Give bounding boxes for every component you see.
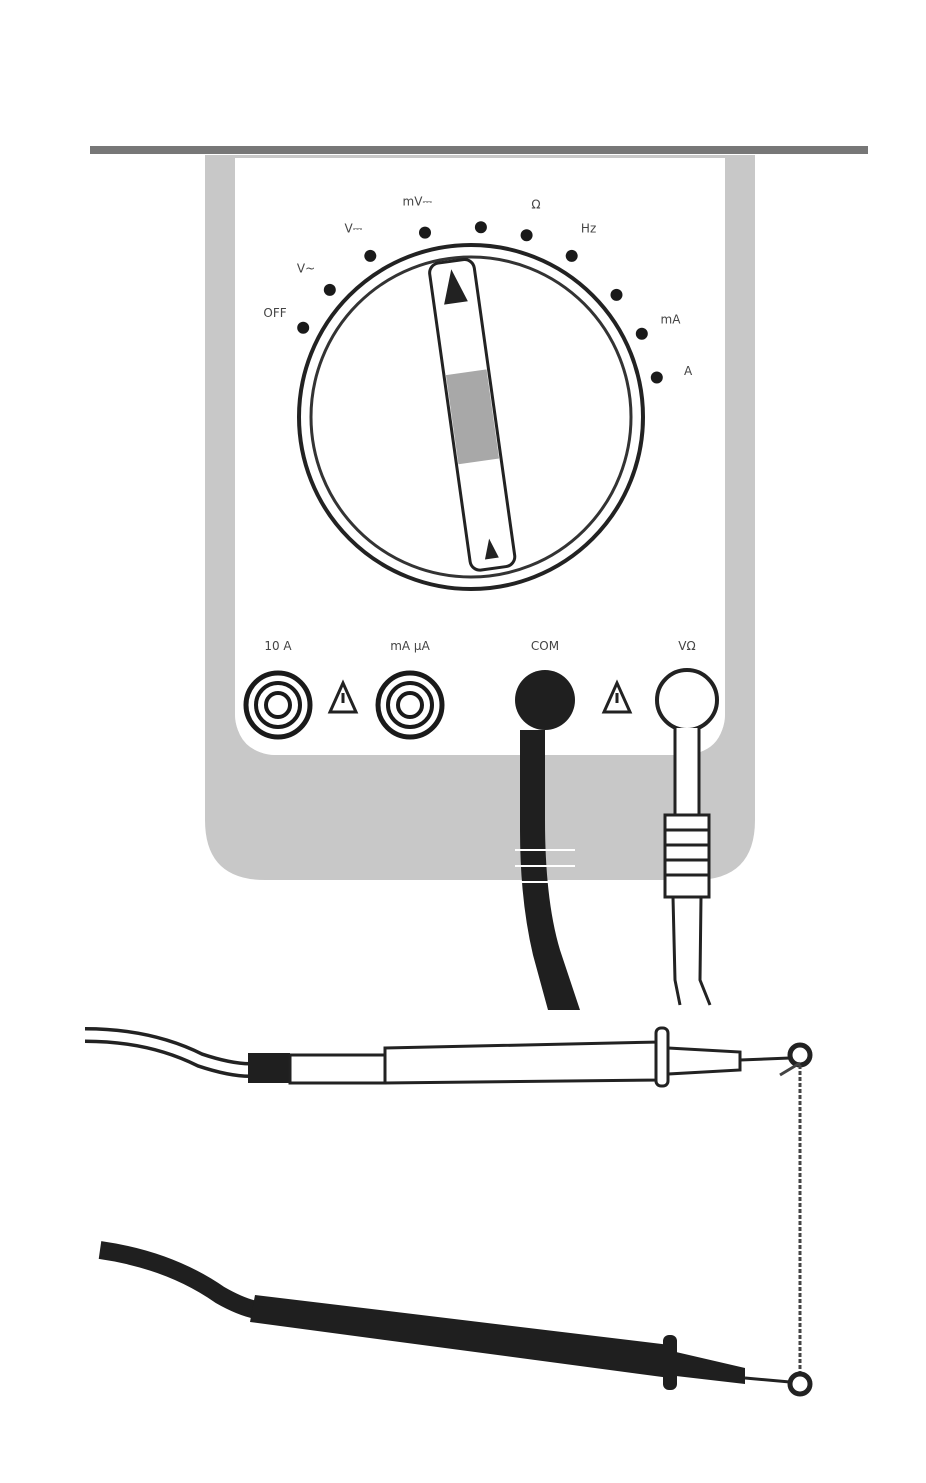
input-jacks: 10 A mA µA COM VΩ	[243, 639, 696, 740]
dial-position-8-dot-icon	[610, 288, 623, 301]
warning-triangle-icon	[327, 679, 359, 714]
dial-position-4-dot-icon	[419, 226, 431, 239]
jack-2-ring-3[interactable]	[396, 691, 424, 719]
dial-label-4: mV⎓	[403, 195, 433, 209]
dial-label-2: V~	[297, 262, 315, 276]
dial-label-6: Ω	[531, 198, 540, 212]
dial-position-5-dot-icon	[474, 221, 487, 234]
dial-position-2-dot-icon	[323, 283, 336, 296]
port-panel	[235, 660, 725, 755]
dial-position-1-dot-icon	[297, 321, 310, 334]
port-label-1: 10 A	[264, 639, 292, 653]
black-lead-plug	[515, 670, 580, 1010]
dial-label-9: mA	[661, 313, 682, 327]
dial-label-1: OFF	[263, 306, 286, 320]
dial-position-3-dot-icon	[364, 249, 377, 262]
jack-1-ring-3[interactable]	[264, 691, 292, 719]
dial-label-10: A	[684, 364, 693, 378]
black-test-probe	[98, 1241, 813, 1397]
pointer-arrow-icon	[444, 269, 468, 305]
dial-label-7: Hz	[581, 222, 596, 236]
jack-2-ring-2[interactable]	[386, 681, 434, 729]
jack-1-ring-2[interactable]	[254, 681, 302, 729]
warning-triangle-icon	[601, 679, 633, 714]
dial-position-7-dot-icon	[565, 249, 578, 262]
red-test-probe	[84, 1026, 813, 1088]
dial-position-9-dot-icon	[635, 327, 648, 340]
dial-label-3: V⎓	[345, 222, 363, 236]
port-label-2: mA µA	[390, 639, 430, 653]
red-lead-plug	[655, 668, 719, 1006]
rotary-knob[interactable]	[297, 243, 645, 591]
dial-positions: OFF V~ V⎓ mV⎓ Ω Hz mA A	[263, 195, 693, 384]
knob-pointer	[428, 257, 517, 572]
shorting-wire	[779, 1061, 802, 1375]
port-label-4: VΩ	[678, 639, 695, 653]
dial-position-10-dot-icon	[650, 371, 663, 384]
dial-position-6-dot-icon	[520, 229, 533, 242]
port-label-3: COM	[531, 639, 559, 653]
